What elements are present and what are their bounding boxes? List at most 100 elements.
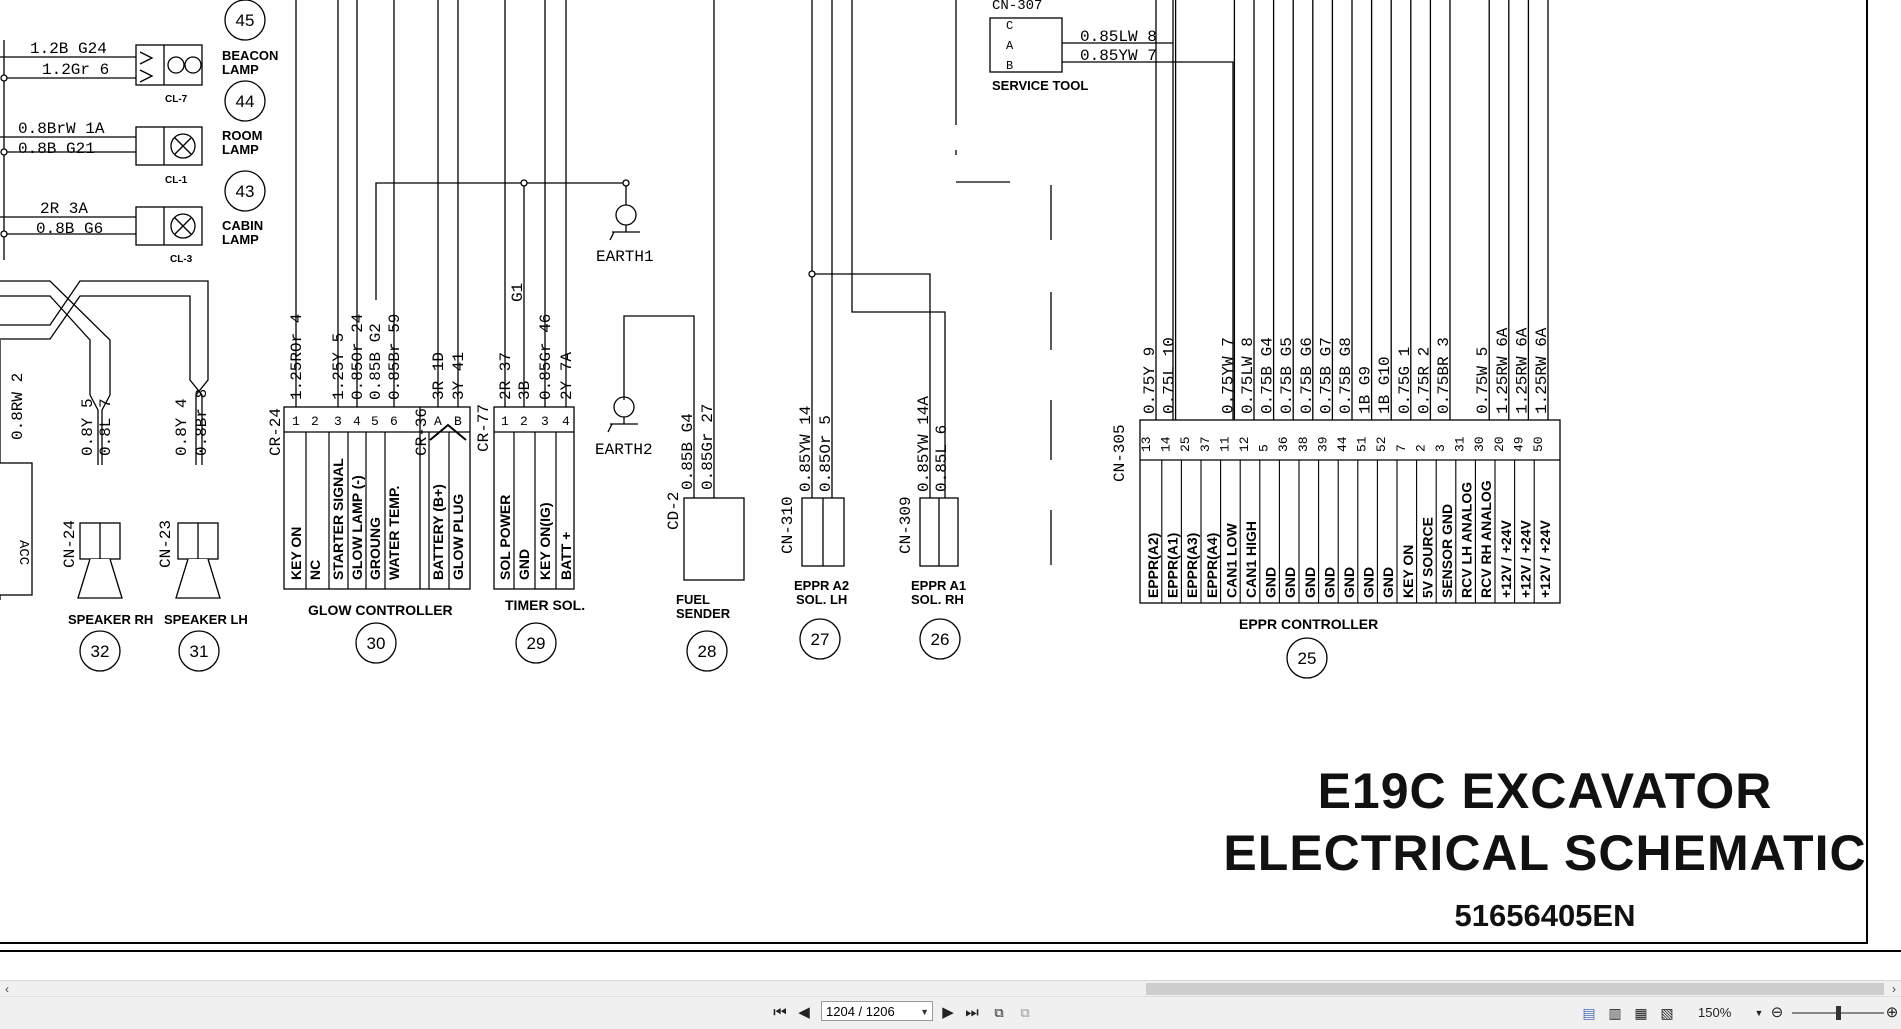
eppr-pin: 14 [1159, 436, 1174, 452]
timer-wire-label: 2R 37 [497, 352, 515, 400]
service-tool-pin-a: A [1006, 39, 1014, 53]
eppr-pin: 25 [1178, 436, 1193, 452]
ref-26-label: 26 [931, 630, 950, 649]
title-line-1: E19C EXCAVATOR [1317, 763, 1773, 819]
glow-wire-label: 0.85B G2 [367, 323, 385, 400]
speaker-rh-wire-1: 0.8Y 5 [79, 398, 97, 456]
eppr-a1-wire-1: 0.85YW 14A [915, 396, 933, 492]
zoom-level[interactable]: 150% [1698, 1005, 1732, 1020]
first-page-icon[interactable]: ⏮ [773, 1004, 787, 1021]
room-wire-2: 0.8B G21 [18, 140, 95, 158]
copy-page-icon[interactable]: ⧉ [994, 1005, 1004, 1020]
eppr-pin: 31 [1453, 436, 1468, 452]
eppr-wire-label: 0.75G 1 [1396, 347, 1414, 414]
cabin-wire-1: 2R 3A [40, 200, 88, 218]
room-wire-1: 0.8BrW 1A [18, 120, 105, 138]
continuous-view-icon[interactable]: ▥ [1608, 1005, 1622, 1021]
glow-func: KEY ON [288, 527, 304, 580]
eppr-pin: 49 [1511, 436, 1526, 452]
eppr-pin: 38 [1296, 436, 1311, 452]
eppr-func: KEY ON [1400, 545, 1416, 598]
cabin-conn: CL-3 [170, 254, 193, 265]
eppr-wire-label: 0.75Y 9 [1141, 347, 1159, 414]
prev-page-icon[interactable]: ◀ [798, 1004, 810, 1021]
timer-pin: 3 [541, 414, 549, 429]
facing-continuous-view-icon[interactable]: ▧ [1660, 1005, 1674, 1021]
page-number-field[interactable]: 1204 / 1206 ▼ [821, 1001, 933, 1021]
scroll-right-arrow-icon[interactable]: › [1892, 982, 1896, 996]
ref-30-label: 30 [367, 634, 386, 653]
scroll-left-arrow-icon[interactable]: ‹ [5, 982, 9, 996]
eppr-func: CAN1 HIGH [1243, 521, 1259, 598]
ref-29-circle: 29 [515, 622, 557, 664]
ref-43-label: 43 [236, 182, 255, 201]
timer-func: BATT + [558, 532, 574, 580]
glow-pin: 1 [292, 414, 300, 429]
eppr-func: RCV RH ANALOG [1478, 480, 1494, 598]
glow-pin: 5 [371, 414, 379, 429]
glow-func: WATER TEMP. [386, 486, 402, 580]
paste-page-icon[interactable]: ⧉ [1020, 1005, 1030, 1020]
beacon-name-2: LAMP [222, 62, 259, 77]
eppr-wire-label: 0.75W 5 [1474, 347, 1492, 414]
zoom-slider-thumb[interactable] [1836, 1006, 1841, 1020]
eppr-a2-conn: CN-310 [779, 496, 797, 554]
speaker-lh-conn: CN-23 [157, 520, 175, 568]
facing-view-icon[interactable]: ▦ [1634, 1005, 1648, 1021]
eppr-pin: 20 [1492, 436, 1507, 452]
scrollbar-thumb[interactable] [1146, 983, 1884, 995]
zoom-dropdown-icon[interactable]: ▼ [1754, 1008, 1764, 1018]
next-page-icon[interactable]: ▶ [942, 1004, 954, 1021]
timer-func: GND [516, 549, 532, 580]
cabin-name-1: CABIN [222, 218, 263, 233]
ref-25-label: 25 [1298, 649, 1317, 668]
ref-45-circle: 45 [224, 0, 266, 41]
earth1-label: EARTH1 [596, 248, 654, 266]
timer-sol-conn: CR-77 [475, 404, 493, 452]
speaker-lh-name: SPEAKER LH [164, 612, 248, 627]
eppr-wire-label: 0.75LW 8 [1239, 337, 1257, 414]
eppr-func: +12V / +24V [1517, 519, 1533, 598]
ref-29-label: 29 [527, 634, 546, 653]
eppr-func: SENSOR GND [1439, 504, 1455, 598]
single-page-view-icon[interactable]: ▤ [1582, 1005, 1596, 1021]
fuel-sender-name-1: FUEL [676, 592, 710, 607]
document-number: 51656405EN [1454, 898, 1636, 933]
last-page-icon[interactable]: ⏭ [965, 1004, 979, 1021]
eppr-func: GND [1321, 567, 1337, 598]
speaker-lh-wire-1: 0.8Y 4 [173, 398, 191, 456]
eppr-a2-wire-2: 0.85Or 5 [817, 415, 835, 492]
glow-func: GLOW PLUG [450, 494, 466, 580]
eppr-func: GND [1380, 567, 1396, 598]
eppr-func: 5V SOURCE [1419, 517, 1435, 598]
zoom-in-icon[interactable]: ⊕ [1885, 1004, 1899, 1021]
glow-pin: 4 [353, 414, 361, 429]
eppr-pin: 12 [1237, 436, 1252, 452]
glow-func: GLOW LAMP (-) [349, 475, 365, 580]
room-name-2: LAMP [222, 142, 259, 157]
glow-plug-arrow-icon [429, 423, 467, 441]
service-tool-wire-2: 0.85YW 7 [1080, 47, 1157, 65]
timer-pin: 4 [562, 414, 570, 429]
speaker-rh-wire-2: 0.8L 7 [97, 398, 115, 456]
fuel-sender-wire-1: 0.85B G4 [679, 413, 697, 490]
ref-27-circle: 27 [799, 618, 841, 660]
timer-func: KEY ON(IG) [537, 502, 553, 580]
horizontal-scrollbar[interactable]: ‹ › [0, 980, 1901, 997]
page-number-value: 1204 / 1206 [826, 1004, 895, 1019]
glow-wire-label: 1.25Y 5 [330, 333, 348, 400]
eppr-wire-label: 0.75B G8 [1337, 337, 1355, 414]
ref-31-circle: 31 [178, 630, 220, 672]
timer-pin: 2 [520, 414, 528, 429]
eppr-wire-label: 0.75B G5 [1278, 337, 1296, 414]
zoom-out-icon[interactable]: ⊖ [1770, 1004, 1784, 1021]
eppr-wire-label: 1B G10 [1376, 356, 1394, 414]
eppr-pin: 11 [1217, 436, 1232, 452]
speaker-lh-body [175, 522, 221, 599]
drawing-title-block: E19C EXCAVATOR ELECTRICAL SCHEMATIC 5165… [1210, 760, 1880, 934]
page-dropdown-icon[interactable]: ▼ [920, 1007, 929, 1017]
service-tool-pin-c: C [1006, 19, 1013, 33]
timer-sol-top: G1 [509, 283, 527, 302]
timer-func: SOL POWER [497, 495, 513, 580]
glow-pin: A [434, 414, 442, 429]
